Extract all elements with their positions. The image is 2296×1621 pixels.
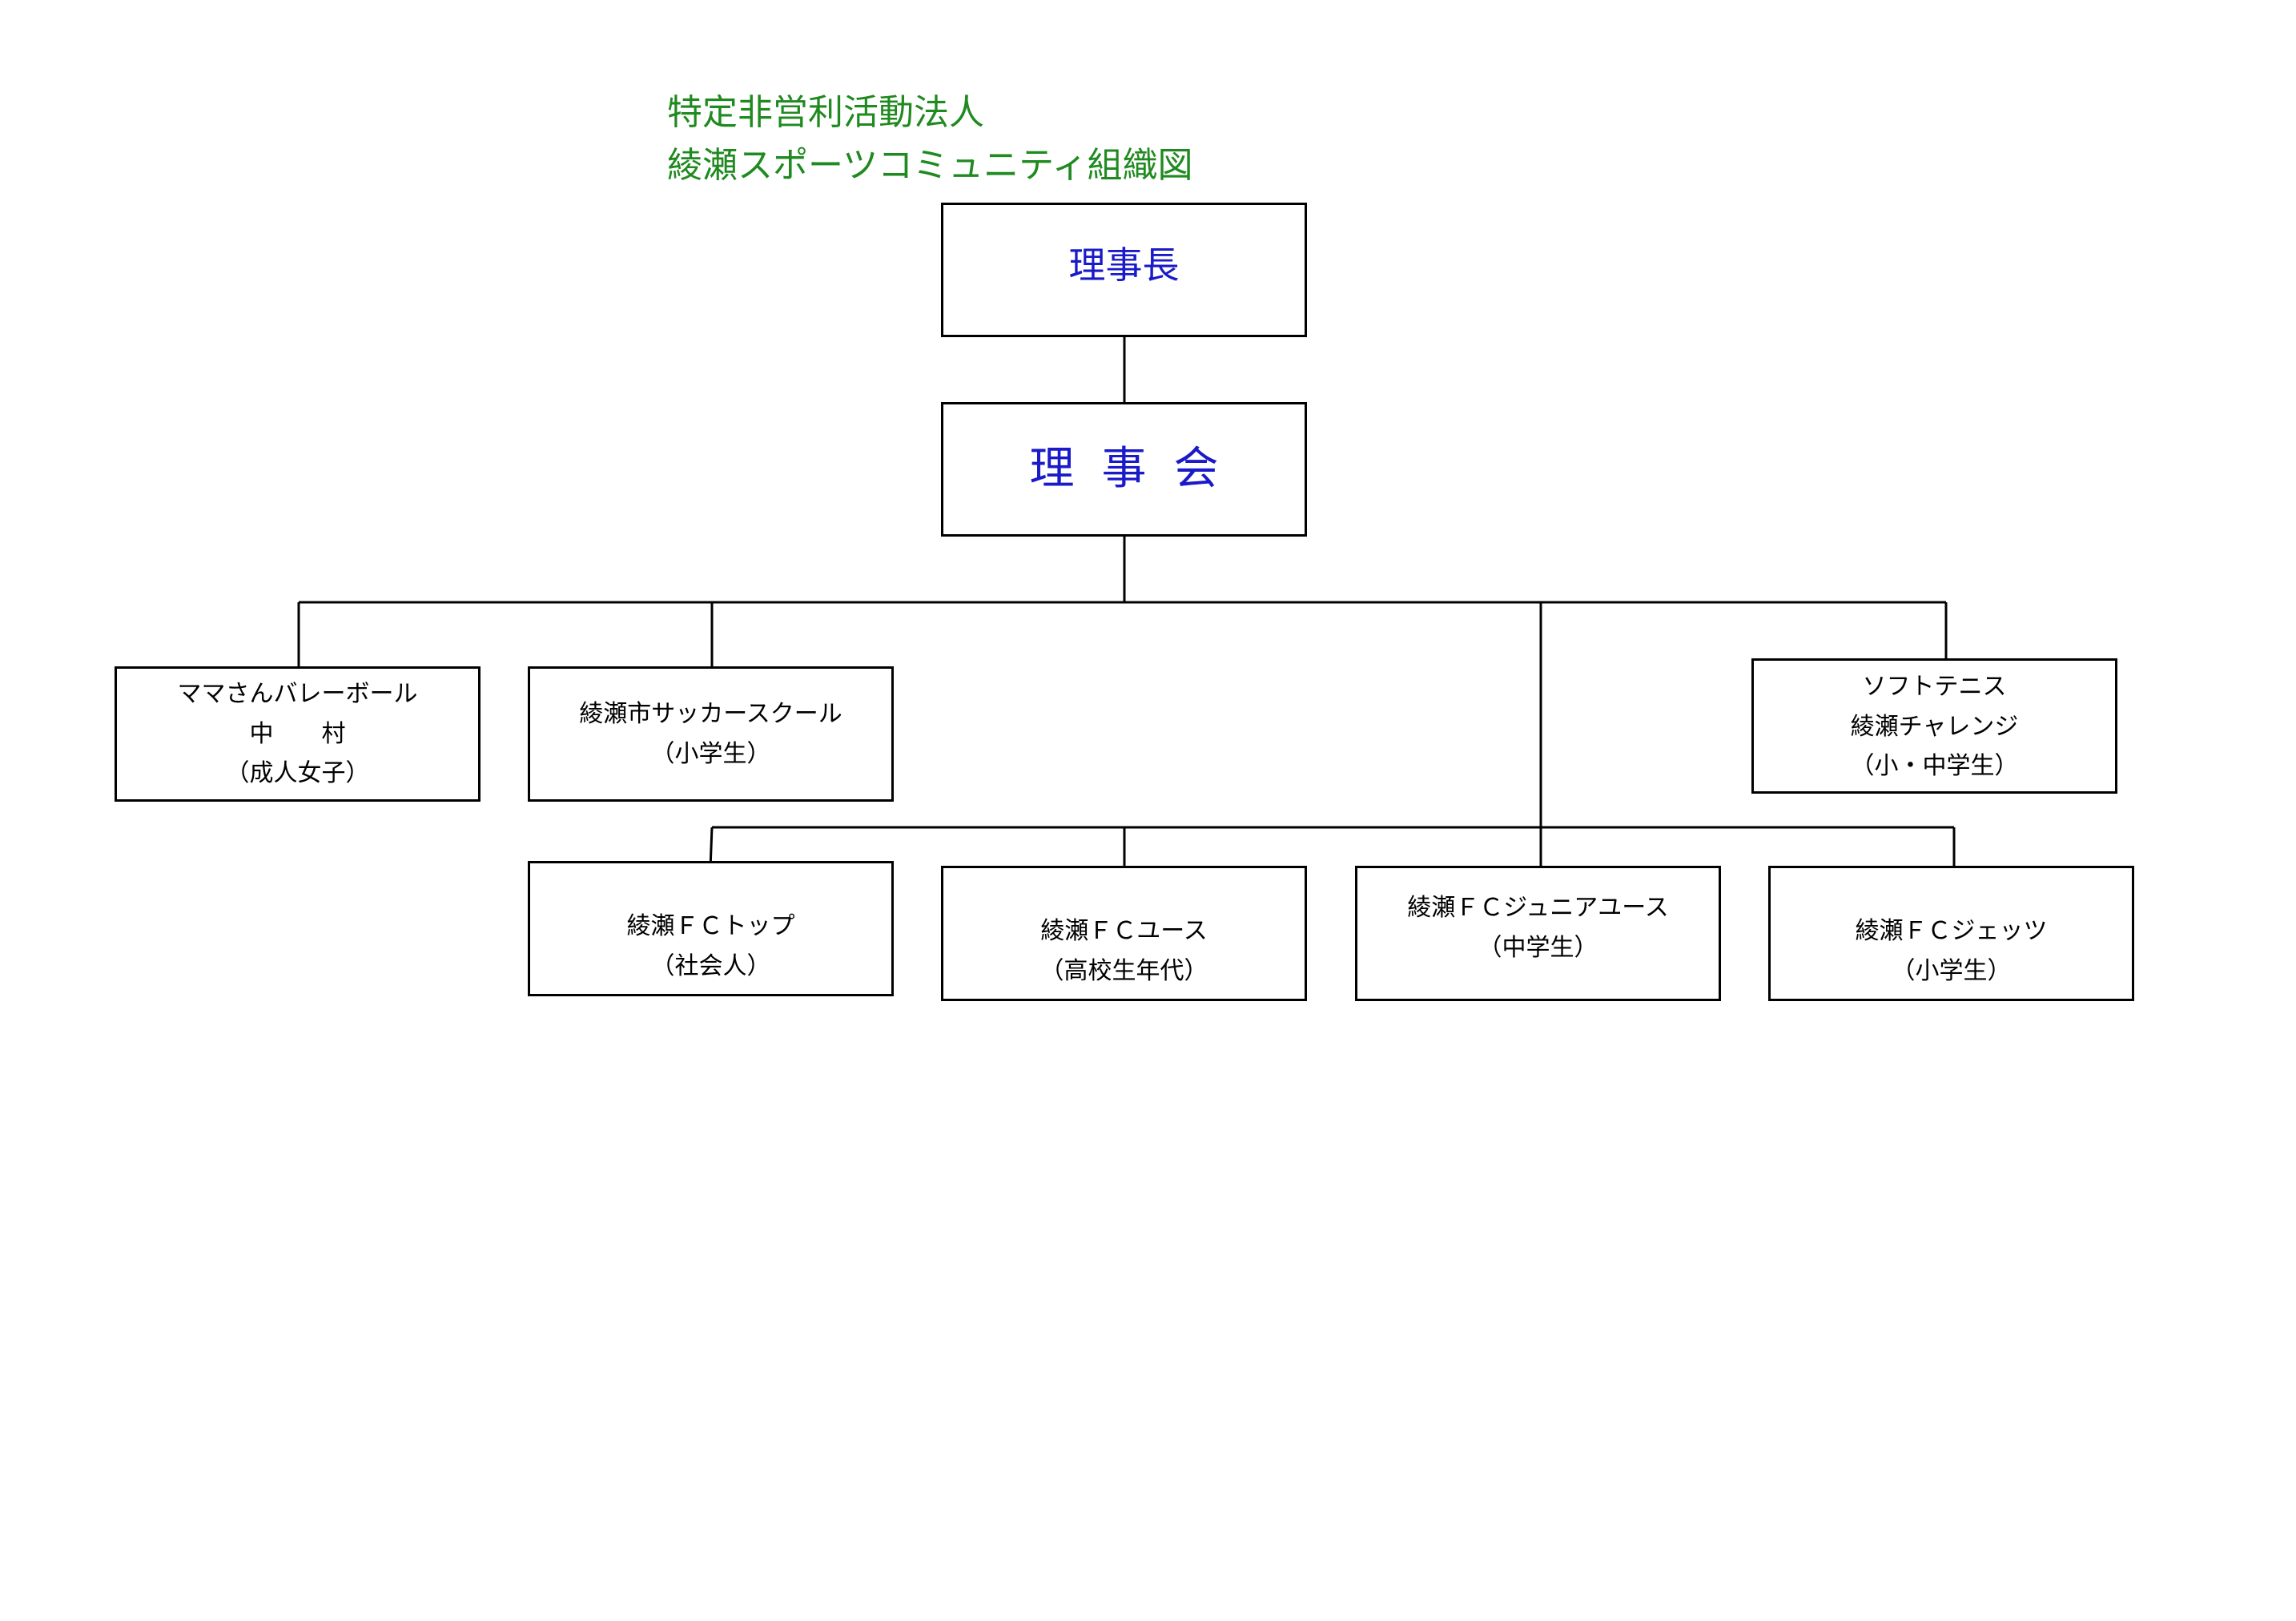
- chairman-label: 理事長: [1068, 243, 1180, 287]
- org-chart-title: 綾瀬スポーツコミュニティ組織図: [667, 145, 1193, 186]
- chairman-box: 理事長: [941, 203, 1307, 337]
- mama-volleyball-person: 中 村: [249, 719, 346, 748]
- soccer-school-name: 綾瀬市サッカースクール: [579, 700, 842, 728]
- fc-junior-youth-box: 綾瀬ＦＣジュニアユース （中学生）: [1355, 866, 1721, 1001]
- board-of-directors-label: 理事会: [1029, 442, 1246, 495]
- soft-tennis-name: ソフトテニス: [1862, 673, 2007, 701]
- fc-top-category: （社会人）: [650, 951, 771, 980]
- mama-volleyball-box: ママさんバレーボール 中 村 （成人女子）: [115, 666, 481, 802]
- soft-tennis-box: ソフトテニス 綾瀬チャレンジ （小・中学生）: [1751, 658, 2117, 794]
- soccer-school-box: 綾瀬市サッカースクール （小学生）: [528, 666, 894, 802]
- fc-jets-box: 綾瀬ＦＣジェッツ （小学生）: [1768, 866, 2134, 1001]
- org-name-title: 特定非営利活動法人: [667, 92, 984, 133]
- fc-youth-name: 綾瀬ＦＣユース: [1040, 917, 1208, 945]
- board-of-directors-box: 理事会: [941, 402, 1307, 537]
- soft-tennis-club: 綾瀬チャレンジ: [1850, 712, 2019, 741]
- fc-junior-youth-category: （中学生）: [1478, 933, 1598, 962]
- fc-jets-category: （小学生）: [1891, 956, 2012, 985]
- fc-jets-name: 綾瀬ＦＣジェッツ: [1855, 917, 2048, 945]
- fc-top-box: 綾瀬ＦＣトップ （社会人）: [528, 861, 894, 996]
- fc-top-name: 綾瀬ＦＣトップ: [626, 912, 795, 940]
- soccer-school-category: （小学生）: [650, 739, 771, 768]
- fc-youth-box: 綾瀬ＦＣユース （高校生年代）: [941, 866, 1307, 1001]
- soft-tennis-category: （小・中学生）: [1850, 752, 2019, 780]
- fc-junior-youth-name: 綾瀬ＦＣジュニアユース: [1407, 894, 1669, 922]
- mama-volleyball-category: （成人女子）: [225, 759, 370, 788]
- fc-youth-category: （高校生年代）: [1039, 956, 1208, 985]
- mama-volleyball-name: ママさんバレーボール: [177, 680, 418, 709]
